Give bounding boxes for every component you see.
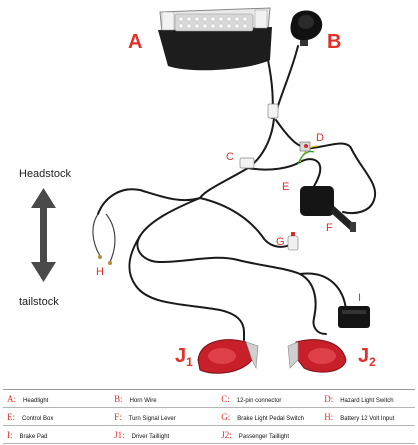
legend-code: B:: [114, 393, 123, 404]
legend-cell: B: Horn Wire: [110, 390, 218, 408]
label-h: H: [96, 266, 104, 278]
label-a: A: [128, 31, 142, 53]
label-e: E: [282, 181, 289, 193]
tailstock-label: tailstock: [19, 296, 59, 308]
brake-pedal-switch: [287, 232, 299, 251]
control-box: [300, 186, 356, 232]
headstock-label: Headstock: [19, 168, 71, 180]
legend: A: Headlight B: Horn Wire C: 12-pin connector…: [3, 389, 415, 444]
legend-code: E:: [7, 411, 15, 422]
legend-code: H:: [324, 411, 334, 422]
legend-text: Brake Light Pedal Switch: [237, 415, 304, 422]
legend-row: E: Control Box F: Turn Signal Lever G: Brake …: [3, 407, 415, 426]
legend-cell: C: 12-pin connector: [217, 390, 321, 408]
passenger-taillight: [287, 339, 347, 373]
label-i: I: [358, 292, 361, 304]
legend-cell: [320, 425, 415, 444]
hazard-switch: [299, 141, 311, 152]
legend-code: C:: [221, 393, 230, 404]
legend-cell: H: Battery 12 Volt Input: [320, 407, 415, 426]
legend-code: J2:: [221, 429, 232, 440]
legend-code: F:: [114, 411, 122, 422]
driver-taillight: [197, 339, 259, 374]
legend-table: A: Headlight B: Horn Wire C: 12-pin connector…: [3, 390, 415, 444]
legend-code: A:: [7, 393, 16, 404]
label-c: C: [226, 151, 234, 163]
legend-text: Turn Signal Lever: [128, 415, 176, 422]
legend-text: Headlight: [23, 397, 49, 404]
horn: [290, 10, 323, 46]
wiring-harness-diagram: Headstock tailstock A B C D E F G H I J1…: [19, 7, 377, 374]
legend-row: I: Brake Pad J1: Driver Taillight J2: Passeng…: [3, 425, 415, 444]
legend-text: Control Box: [22, 415, 54, 422]
legend-cell: G: Brake Light Pedal Switch: [217, 407, 321, 426]
legend-code: D:: [324, 393, 334, 404]
battery-terminals: [98, 255, 112, 265]
legend-cell: A: Headlight: [3, 390, 111, 408]
label-g: G: [276, 236, 285, 248]
legend-text: Brake Pad: [19, 433, 48, 440]
legend-cell: E: Control Box: [3, 407, 111, 426]
connector-12pin: [239, 103, 279, 169]
label-d: D: [316, 132, 324, 144]
legend-code: J1:: [114, 429, 125, 440]
legend-text: Battery 12 Volt Input: [340, 415, 395, 422]
label-j2: J2: [358, 345, 376, 369]
legend-code: I:: [7, 429, 13, 440]
legend-text: Driver Taillight: [131, 433, 170, 440]
legend-cell: J1: Driver Taillight: [110, 425, 218, 444]
label-f: F: [326, 222, 333, 234]
legend-text: Hazard Light Switch: [340, 397, 394, 404]
label-b: B: [327, 31, 341, 53]
label-j1: J1: [175, 345, 193, 369]
legend-text: Passenger Taillight: [238, 433, 289, 440]
legend-cell: J2: Passenger Taillight: [217, 425, 321, 444]
legend-cell: D: Hazard Light Switch: [320, 390, 415, 408]
headlight-assembly: [158, 7, 272, 71]
legend-row: A: Headlight B: Horn Wire C: 12-pin connector…: [3, 390, 415, 408]
legend-text: Horn Wire: [129, 397, 157, 404]
wiring: [97, 45, 377, 341]
legend-cell: I: Brake Pad: [3, 425, 111, 444]
legend-cell: F: Turn Signal Lever: [110, 407, 218, 426]
legend-text: 12-pin connector: [236, 397, 282, 404]
legend-code: G:: [221, 411, 231, 422]
brake-pad: [338, 306, 370, 328]
direction-arrow: [31, 188, 56, 282]
